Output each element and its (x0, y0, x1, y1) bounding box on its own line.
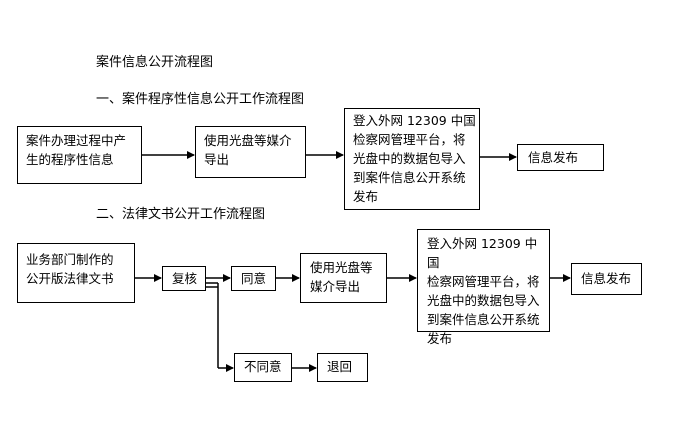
section1-heading: 一、案件程序性信息公开工作流程图 (96, 92, 305, 107)
s1-upload-line-3: 光盘中的数据包导入 (353, 151, 466, 166)
s2-return-box: 退回 (317, 353, 368, 382)
s1-publish-box: 信息发布 (517, 144, 604, 171)
s1-procedural-info-line-2: 生的程序性信息 (26, 152, 114, 167)
s1-upload-line-1: 登入外网 12309 中国 (353, 113, 476, 128)
s2-legal-document-box: 业务部门制作的 公开版法律文书 (17, 243, 135, 303)
s2-disagree-label: 不同意 (244, 359, 282, 374)
s2-export-line-1: 使用光盘等 (310, 260, 373, 275)
s1-upload-box: 登入外网 12309 中国 检察网管理平台，将 光盘中的数据包导入 到案件信息公… (344, 108, 480, 210)
section2-heading: 二、法律文书公开工作流程图 (96, 207, 266, 222)
s2-upload-line-1: 登入外网 12309 中国 (427, 236, 538, 270)
s2-legal-document-line-2: 公开版法律文书 (26, 271, 114, 286)
s1-upload-line-4: 到案件信息公开系统 (353, 170, 466, 185)
s2-upload-line-3: 光盘中的数据包导入 (427, 293, 540, 308)
s1-procedural-info-line-1: 案件办理过程中产 (26, 133, 127, 148)
s2-agree-box: 同意 (231, 266, 276, 291)
s2-publish-box: 信息发布 (571, 263, 642, 295)
s1-export-line-1: 使用光盘等媒介 (204, 133, 292, 148)
s1-export-box: 使用光盘等媒介 导出 (195, 126, 306, 178)
s2-return-label: 退回 (327, 359, 353, 374)
s2-upload-line-4: 到案件信息公开系统 (427, 312, 540, 327)
s1-publish-label: 信息发布 (528, 150, 579, 165)
s2-legal-document-line-1: 业务部门制作的 (26, 252, 114, 267)
diagram-title: 案件信息公开流程图 (96, 55, 214, 70)
s1-export-line-2: 导出 (204, 152, 230, 167)
s2-review-box: 复核 (162, 266, 206, 291)
s2-export-box: 使用光盘等 媒介导出 (300, 253, 387, 303)
s2-upload-line-5: 发布 (427, 331, 453, 346)
s2-upload-box: 登入外网 12309 中国 检察网管理平台，将 光盘中的数据包导入 到案件信息公… (417, 229, 550, 346)
s1-upload-line-5: 发布 (353, 189, 379, 204)
s2-export-line-2: 媒介导出 (310, 279, 361, 294)
s1-procedural-info-box: 案件办理过程中产 生的程序性信息 (17, 126, 142, 184)
s1-upload-line-2: 检察网管理平台，将 (353, 132, 466, 147)
s2-review-label: 复核 (172, 271, 198, 286)
s2-upload-line-2: 检察网管理平台，将 (427, 274, 540, 289)
s2-disagree-box: 不同意 (234, 353, 292, 382)
s2-publish-label: 信息发布 (581, 271, 632, 286)
s2-agree-label: 同意 (241, 271, 267, 286)
